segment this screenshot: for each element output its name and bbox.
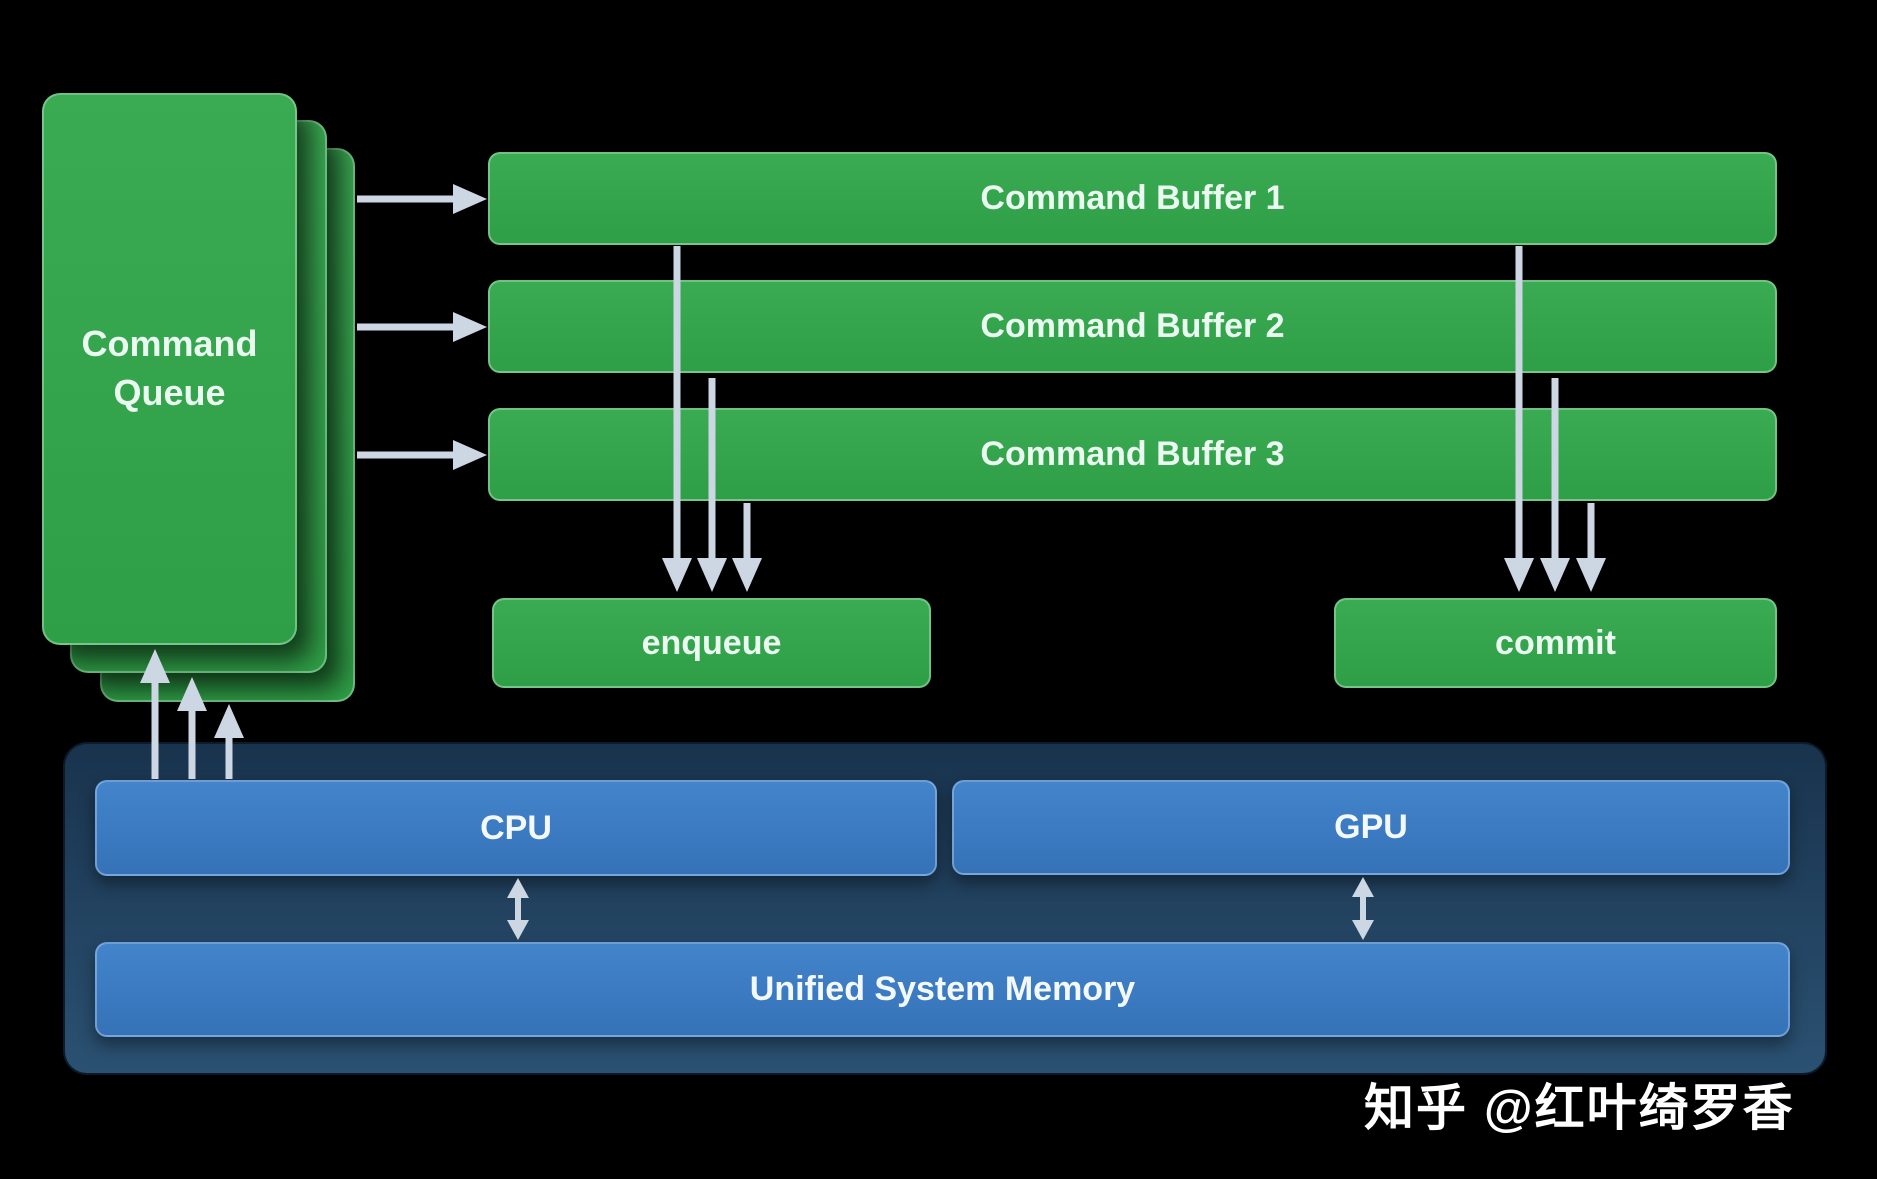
arrow-right-icon-queue-to-buffer-3 (357, 440, 487, 470)
arrow-down-icon-buffer-3-to-commit (1576, 503, 1606, 592)
unified-system-memory-label: Unified System Memory (749, 970, 1136, 1008)
arrow-down-icon-buffer-3-to-enqueue (732, 503, 762, 592)
enqueue-box: enqueue (492, 598, 931, 688)
commit-label: commit (1495, 623, 1616, 662)
command-buffer-3: Command Buffer 3 (488, 408, 1777, 501)
command-buffer-2-label: Command Buffer 2 (980, 307, 1285, 345)
arrow-right-icon-queue-to-buffer-2 (357, 312, 487, 342)
gpu-label: GPU (1334, 808, 1408, 846)
command-buffer-3-label: Command Buffer 3 (980, 435, 1285, 473)
command-buffer-1: Command Buffer 1 (488, 152, 1777, 245)
cpu-label: CPU (480, 808, 552, 847)
cpu-box: CPU (95, 780, 937, 876)
command-buffer-2: Command Buffer 2 (488, 280, 1777, 373)
unified-system-memory-box: Unified System Memory (95, 942, 1790, 1037)
hardware-panel: CPU GPU Unified System Memory (63, 742, 1827, 1075)
command-queue-label: Command Queue (81, 323, 258, 413)
command-buffer-1-label: Command Buffer 1 (980, 179, 1285, 217)
arrow-right-icon-queue-to-buffer-1 (357, 184, 487, 214)
enqueue-label: enqueue (641, 623, 782, 662)
watermark: 知乎 @红叶绮罗香 (1364, 1080, 1795, 1136)
commit-box: commit (1334, 598, 1777, 688)
command-queue-card-front: Command Queue (42, 93, 297, 645)
gpu-box: GPU (952, 780, 1790, 875)
